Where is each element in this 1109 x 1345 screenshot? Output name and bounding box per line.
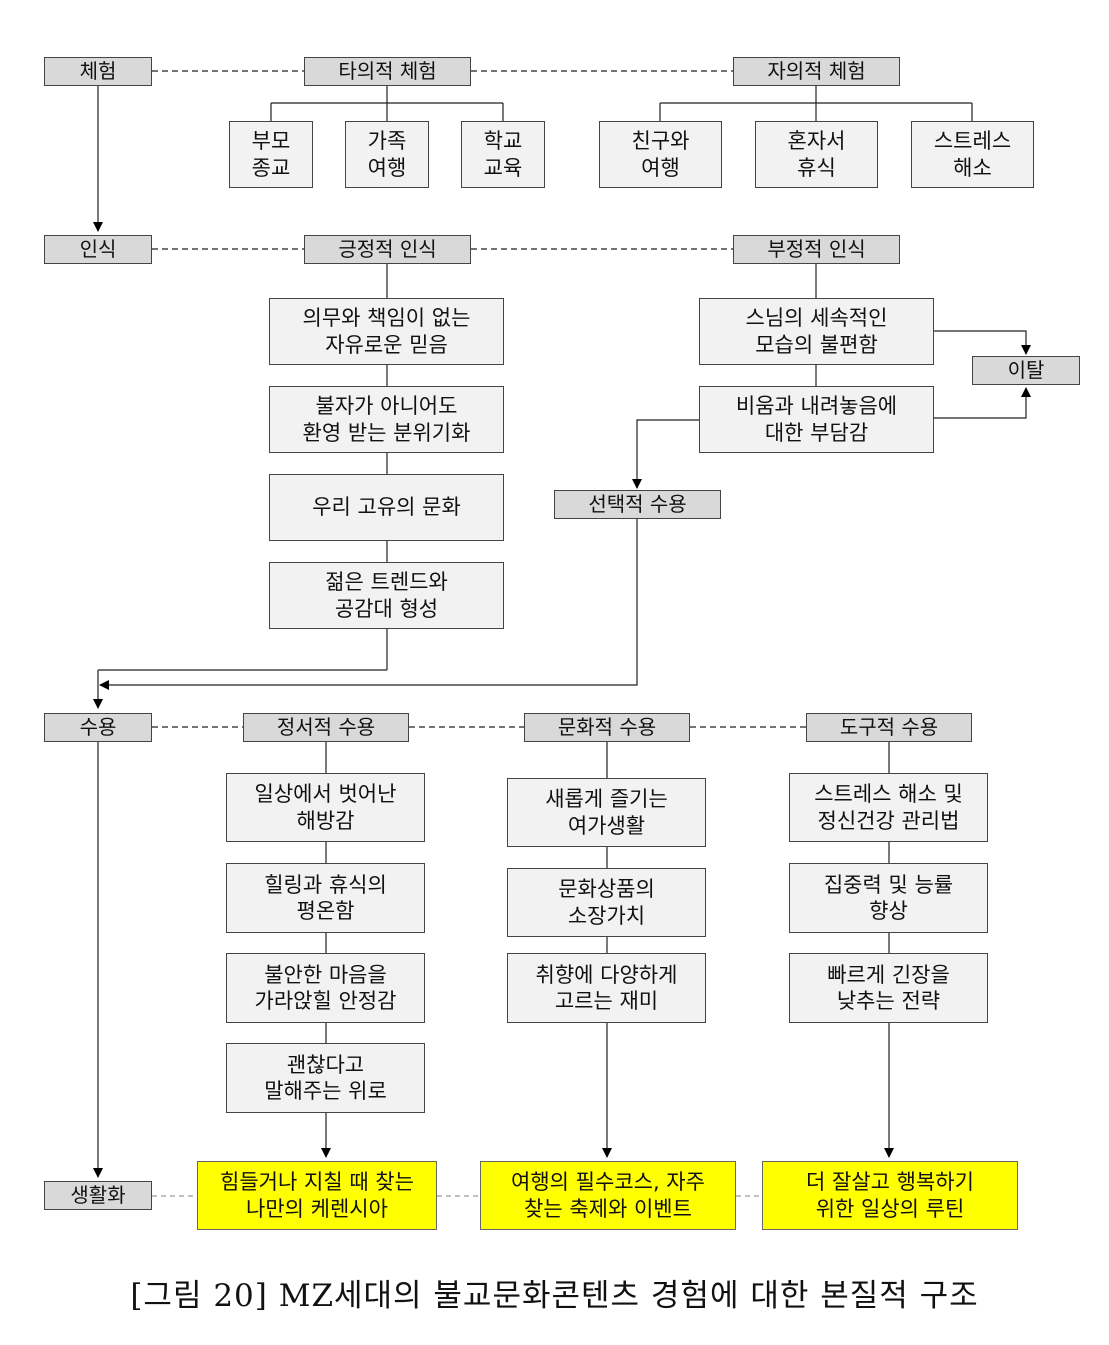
negative-perception-item: 비움과 내려놓음에 대한 부담감: [699, 386, 934, 453]
other-experience-item: 부모 종교: [229, 121, 313, 188]
instrumental-acceptance-header: 도구적 수용: [806, 713, 972, 742]
positive-perception-item: 우리 고유의 문화: [269, 474, 504, 541]
positive-perception-item: 젊은 트렌드와 공감대 형성: [269, 562, 504, 629]
cultural-acceptance-item: 문화상품의 소장가치: [507, 868, 706, 937]
row-label-acceptance: 수용: [44, 713, 152, 742]
row-label-perception: 인식: [44, 235, 152, 264]
selective-acceptance-header: 선택적 수용: [554, 490, 721, 519]
emotional-acceptance-item: 힐링과 휴식의 평온함: [226, 863, 425, 933]
cultural-acceptance-header: 문화적 수용: [524, 713, 690, 742]
positive-perception-header: 긍정적 인식: [304, 235, 471, 264]
instrumental-acceptance-item: 집중력 및 능률 향상: [789, 863, 988, 933]
negative-perception-header: 부정적 인식: [733, 235, 900, 264]
negative-perception-item: 스님의 세속적인 모습의 불편함: [699, 298, 934, 365]
instrumental-acceptance-item: 빠르게 긴장을 낮추는 전략: [789, 953, 988, 1023]
self-directed-experience-header: 자의적 체험: [733, 57, 900, 86]
daily-life-item: 힘들거나 지칠 때 찾는 나만의 케렌시아: [197, 1161, 437, 1230]
cultural-acceptance-item: 취향에 다양하게 고르는 재미: [507, 953, 706, 1023]
emotional-acceptance-item: 일상에서 벗어난 해방감: [226, 773, 425, 842]
row-label-daily-life: 생활화: [44, 1181, 152, 1210]
emotional-acceptance-item: 괜찮다고 말해주는 위로: [226, 1043, 425, 1113]
positive-perception-item: 의무와 책임이 없는 자유로운 믿음: [269, 298, 504, 365]
figure-caption: [그림 20] MZ세대의 불교문화콘텐츠 경험에 대한 본질적 구조: [130, 1278, 979, 1314]
departure-box: 이탈: [972, 356, 1080, 385]
cultural-acceptance-item: 새롭게 즐기는 여가생활: [507, 778, 706, 847]
emotional-acceptance-item: 불안한 마음을 가라앉힐 안정감: [226, 953, 425, 1023]
self-experience-item: 스트레스 해소: [911, 121, 1034, 188]
daily-life-item: 더 잘살고 행복하기 위한 일상의 루틴: [762, 1161, 1018, 1230]
self-experience-item: 친구와 여행: [599, 121, 722, 188]
emotional-acceptance-header: 정서적 수용: [243, 713, 409, 742]
self-experience-item: 혼자서 휴식: [755, 121, 878, 188]
row-label-experience: 체험: [44, 57, 152, 86]
daily-life-item: 여행의 필수코스, 자주 찾는 축제와 이벤트: [480, 1161, 736, 1230]
positive-perception-item: 불자가 아니어도 환영 받는 분위기화: [269, 386, 504, 453]
other-experience-item: 가족 여행: [345, 121, 429, 188]
other-directed-experience-header: 타의적 체험: [304, 57, 471, 86]
instrumental-acceptance-item: 스트레스 해소 및 정신건강 관리법: [789, 773, 988, 842]
other-experience-item: 학교 교육: [461, 121, 545, 188]
